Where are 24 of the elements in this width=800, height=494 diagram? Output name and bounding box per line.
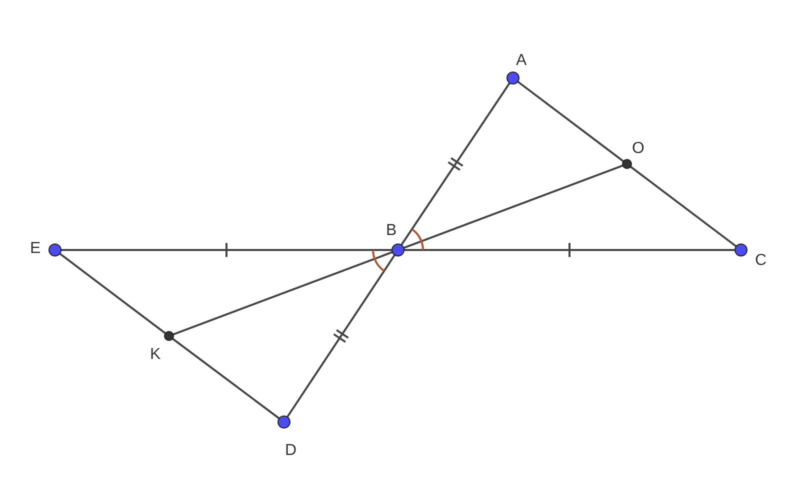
- point-marker: [278, 416, 290, 428]
- line-segment: [403, 164, 624, 249]
- point-label: D: [285, 442, 297, 460]
- point-label: O: [632, 140, 644, 158]
- line-segment: [286, 254, 396, 418]
- point-label: C: [755, 252, 767, 270]
- line-segment: [404, 249, 735, 251]
- point-label: B: [386, 222, 397, 240]
- line-segment: [61, 249, 392, 251]
- line-segment: [172, 251, 393, 336]
- point-marker: [164, 331, 174, 341]
- point-marker: [48, 244, 62, 256]
- line-segment: [59, 252, 166, 334]
- point-label: E: [30, 240, 41, 258]
- point-marker: [622, 159, 632, 169]
- point-label: A: [516, 52, 527, 70]
- line-segment: [630, 166, 737, 248]
- line-segment: [517, 80, 624, 162]
- point-marker: [506, 72, 520, 84]
- point-label: K: [150, 346, 161, 364]
- line-segment: [172, 338, 280, 420]
- point-marker: [392, 244, 404, 256]
- line-segment: [400, 82, 510, 246]
- point-marker: [734, 244, 748, 256]
